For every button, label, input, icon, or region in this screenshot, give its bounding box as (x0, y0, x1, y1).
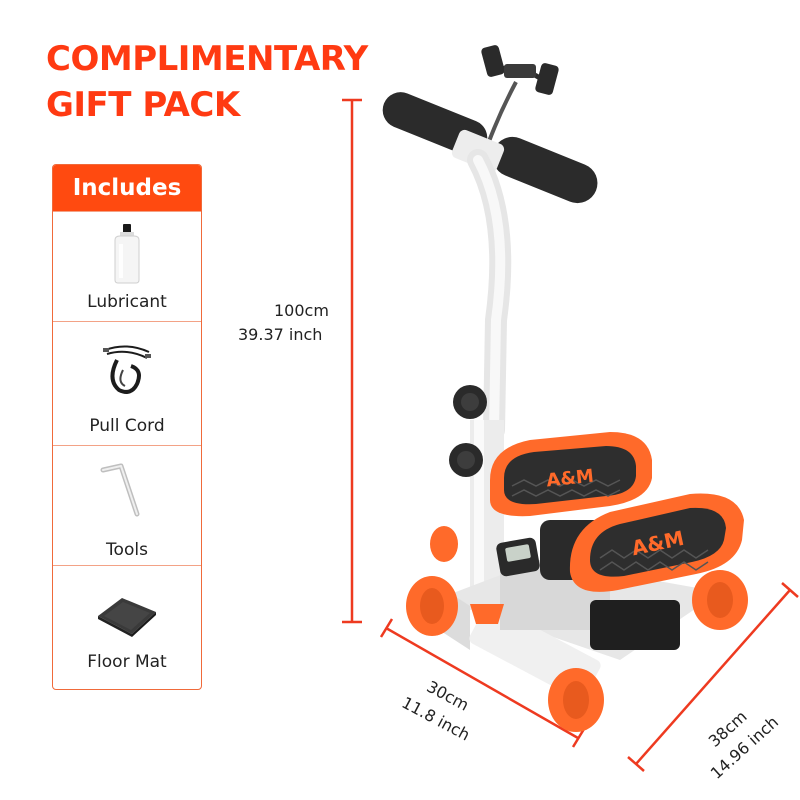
hex-key-icon (100, 463, 140, 517)
foot-cap (692, 570, 748, 630)
includes-item-tools: Tools (53, 445, 201, 565)
includes-item-label: Lubricant (87, 292, 167, 312)
headline-line-2: GIFT PACK (46, 85, 240, 125)
includes-title: Includes (53, 165, 201, 211)
upright-post (467, 149, 512, 610)
foot-cap (430, 526, 458, 562)
adjustment-knob (449, 443, 483, 477)
length-dimension-line (627, 582, 799, 772)
phone-holder (481, 45, 559, 145)
height-cm-label: 100cm (274, 301, 329, 320)
includes-item-label: Pull Cord (89, 416, 165, 436)
includes-panel: Includes Lubricant Pull Cord Tools (52, 164, 202, 690)
post-base (470, 604, 504, 624)
pedal-logo: A&M (545, 466, 594, 492)
foot-cap (548, 668, 604, 732)
height-dimension-line (342, 98, 362, 624)
adjustment-knob (453, 385, 487, 419)
display-console (496, 537, 540, 577)
lubricant-bottle-icon (114, 224, 140, 284)
gift-pack-headline: COMPLIMENTARY GIFT PACK (46, 36, 368, 128)
height-inch-label: 39.37 inch (238, 325, 323, 344)
includes-item-floor-mat: Floor Mat (53, 565, 201, 689)
pull-cord-icon (103, 345, 151, 394)
foot-cap (406, 576, 458, 636)
headline-line-1: COMPLIMENTARY (46, 39, 368, 79)
pedal-left: A&M (490, 432, 652, 517)
floor-mat-icon (98, 598, 156, 637)
includes-item-pull-cord: Pull Cord (53, 321, 201, 445)
includes-item-label: Floor Mat (87, 652, 167, 672)
includes-item-label: Tools (106, 540, 148, 560)
pedal-right: A&M (569, 493, 744, 592)
width-dimension-line (379, 618, 586, 748)
includes-item-lubricant: Lubricant (53, 211, 201, 321)
